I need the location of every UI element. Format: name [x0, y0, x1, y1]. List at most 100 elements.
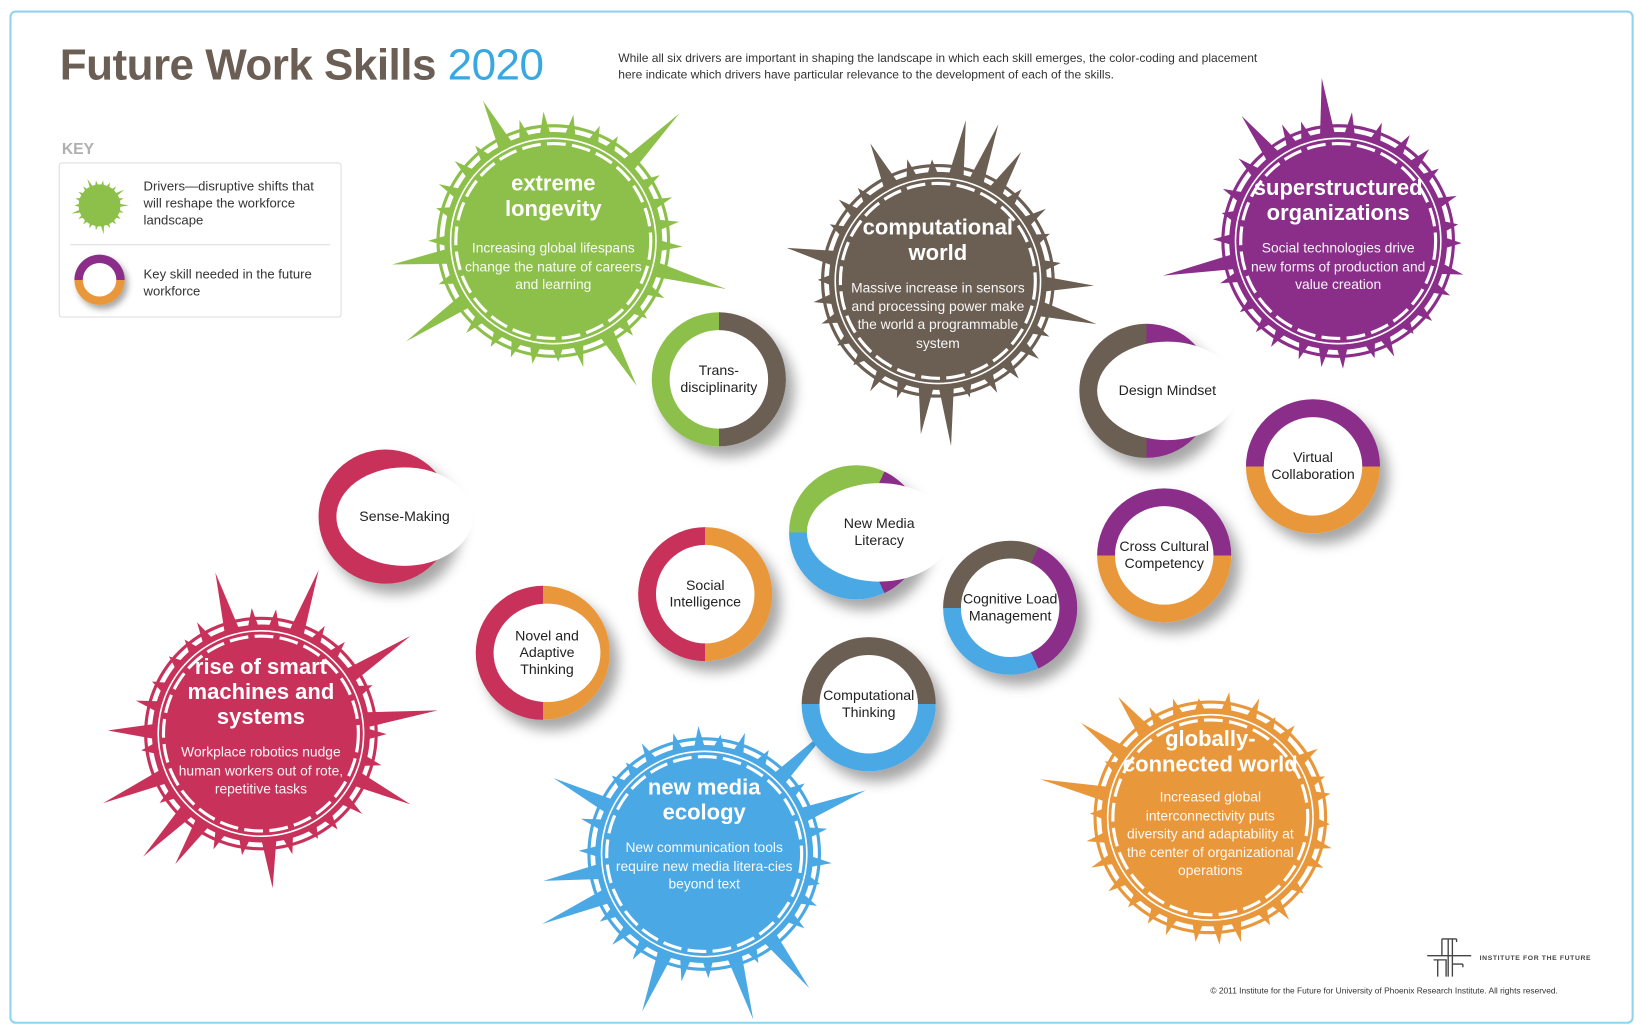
spike	[1316, 818, 1330, 829]
spike	[1089, 808, 1104, 820]
driver-description: Social technologies drive new forms of p…	[1250, 239, 1426, 293]
spike	[572, 343, 584, 367]
driver-spike-icon	[71, 178, 129, 235]
spike	[622, 113, 680, 171]
skill-label: Cross Cultural Competency	[1114, 506, 1214, 605]
skill-label: Trans-disciplinarity	[669, 330, 769, 429]
driver-description: Increasing global lifespans change the n…	[464, 239, 642, 293]
iftf-logo	[1427, 938, 1472, 977]
skill-label: Sense-Making	[336, 467, 473, 566]
inner-dashes	[838, 181, 1037, 380]
skill-sense-making: Sense-Making	[318, 449, 473, 584]
spike	[989, 151, 1022, 196]
frame-border	[9, 10, 1634, 1024]
inner-dashes	[454, 141, 653, 341]
skill-cross-cultural-competency: Cross Cultural Competency	[1097, 488, 1232, 623]
page-title: Future Work Skills 2020	[60, 40, 544, 90]
spike	[539, 111, 551, 135]
inner-line	[834, 177, 1042, 385]
spike	[938, 386, 954, 447]
key-divider	[70, 244, 331, 246]
spike	[365, 710, 438, 728]
driver-body	[151, 624, 370, 843]
spike	[107, 723, 155, 739]
spike	[680, 958, 691, 982]
spike	[553, 778, 613, 813]
inner-dashes	[605, 755, 804, 954]
skill-label: Design Mindset	[1097, 341, 1238, 441]
title-year: 2020	[447, 39, 544, 90]
logo-text: INSTITUTE FOR THE FUTURE	[1479, 954, 1592, 962]
driver-description: Increased global interconnectivity puts …	[1126, 789, 1294, 879]
key-driver-text: Drivers—disruptive shifts that will resh…	[143, 179, 314, 228]
spike	[659, 240, 683, 252]
spike	[654, 262, 727, 289]
spike	[215, 572, 240, 633]
spike	[1118, 696, 1152, 738]
outer-ring	[821, 163, 1055, 398]
inner-dashes	[1239, 141, 1438, 341]
spike	[969, 124, 999, 185]
spike	[817, 274, 832, 286]
spike	[141, 743, 156, 754]
inner-line	[449, 137, 657, 345]
intro-text: While all six drivers are important in s…	[618, 52, 1258, 82]
skill-label: Cognitive Load Management	[960, 558, 1060, 658]
driver-description: Workplace robotics nudge human workers o…	[178, 744, 344, 797]
skill-new-media-literacy: New Media Literacy	[789, 465, 952, 600]
spike	[1344, 112, 1355, 136]
spike	[542, 889, 610, 925]
skill-label: Social Intelligence	[655, 544, 755, 644]
skill-virtual-collaboration: Virtual Collaboration	[1245, 399, 1381, 534]
key-box: Drivers—disruptive shifts that will resh…	[58, 162, 342, 318]
driver-body	[444, 132, 663, 350]
outer-ring	[436, 124, 671, 358]
driver-description: Massive increase in sensors and processi…	[851, 279, 1025, 351]
spike	[1038, 301, 1097, 325]
skill-label: Virtual Collaboration	[1263, 417, 1363, 516]
title-text: Future Work Skills	[59, 39, 437, 90]
driver-title: globally-connected world	[1122, 727, 1298, 777]
spike	[1443, 221, 1459, 232]
spike	[600, 329, 637, 386]
spike	[1162, 254, 1236, 276]
outer-ring	[587, 737, 822, 971]
spike	[543, 864, 601, 881]
driver-title: new media ecology	[647, 775, 761, 825]
inner-line	[600, 750, 808, 958]
inner-line	[157, 630, 365, 838]
skill-cognitive-load-management: Cognitive Load Management	[943, 540, 1078, 675]
driver-body	[828, 171, 1047, 390]
spike	[1040, 779, 1108, 802]
driver-spike-graphic	[1040, 692, 1332, 945]
skill-design-mindset: Design Mindset	[1079, 323, 1238, 458]
spike	[857, 188, 873, 204]
spike	[354, 772, 411, 805]
spike	[103, 769, 167, 804]
skill-label: Novel and Adaptive Thinking	[493, 603, 601, 703]
copyright: © 2011 Institute for the Future for Univ…	[1210, 986, 1558, 996]
spike	[289, 570, 319, 636]
spike	[713, 734, 724, 749]
spike	[642, 950, 673, 1012]
spike	[1320, 78, 1335, 136]
spike	[1194, 698, 1206, 712]
skill-transdisciplinarity: Trans-disciplinarity	[651, 312, 786, 447]
driver-description: New communication tools require new medi…	[615, 839, 793, 892]
skill-novel-adaptive-thinking: Novel and Adaptive Thinking	[475, 585, 610, 720]
skill-label: New Media Literacy	[806, 483, 952, 582]
spike	[800, 790, 866, 822]
spike	[1212, 923, 1224, 945]
driver-body	[595, 745, 814, 964]
outer-ring	[1093, 700, 1328, 935]
driver-spike-graphic	[786, 120, 1097, 447]
outer-ring	[144, 616, 378, 851]
driver-spike-graphic	[392, 100, 727, 386]
skill-label: Computational Thinking	[819, 654, 918, 754]
spike	[392, 248, 449, 265]
spike	[1044, 276, 1095, 292]
spike	[918, 385, 934, 435]
spike	[346, 635, 411, 682]
spike	[261, 839, 277, 889]
